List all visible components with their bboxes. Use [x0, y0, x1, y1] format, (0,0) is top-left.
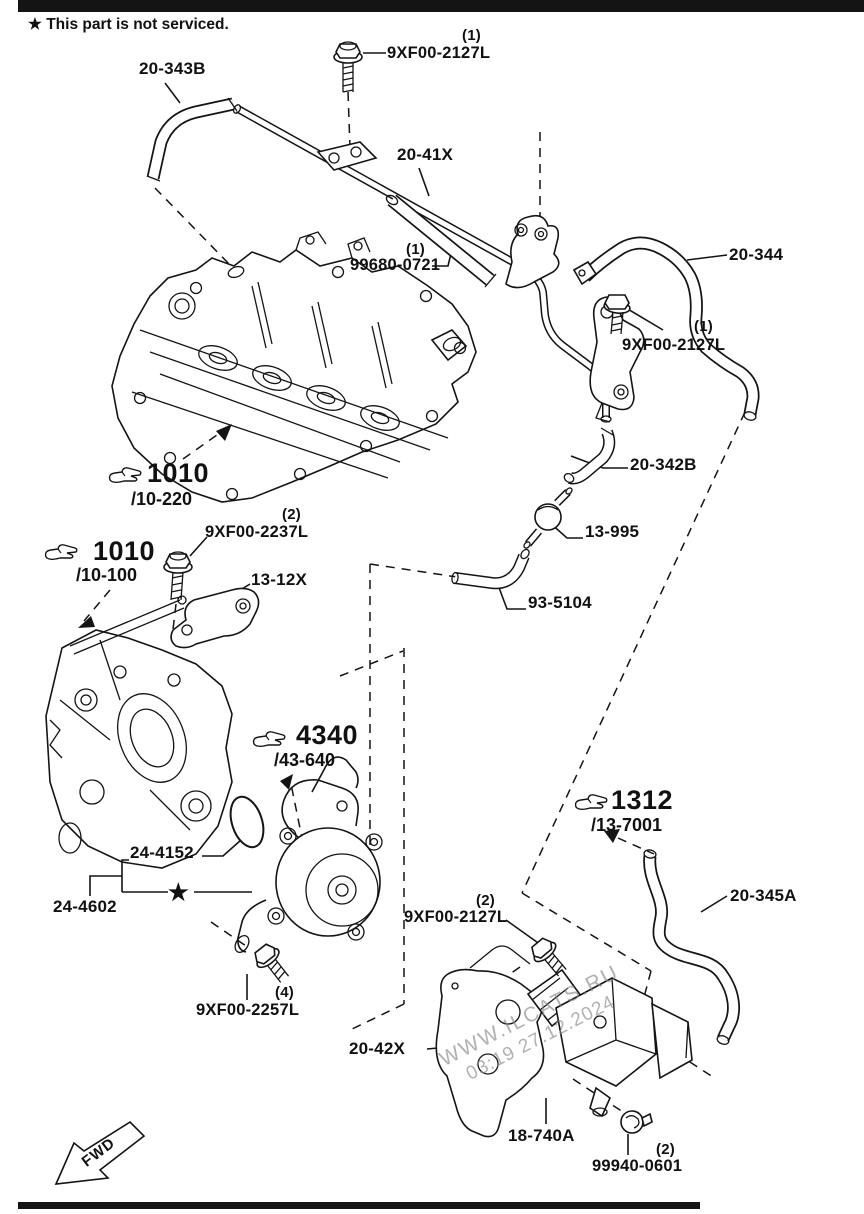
part-label-20-344: 20-344: [729, 245, 784, 264]
part-label-24-4602: 24-4602: [53, 897, 117, 916]
part-label-9xf00-2257l: 9XF00-2257L: [196, 1001, 300, 1019]
hose-93-5104-drawing: [451, 548, 530, 590]
ref-10-220-code: 1010: [147, 458, 210, 488]
hand-icon: [574, 794, 608, 810]
part-label-20-345a: 20-345A: [730, 886, 797, 905]
cylinder-head-drawing: [45, 595, 233, 869]
qty-bolt-right: (1): [694, 318, 713, 335]
pipe-tab-bracket-drawing: [316, 141, 378, 171]
qty-nut: (2): [656, 1141, 675, 1158]
part-label-bolt-top: 9XF00-2127L: [387, 44, 491, 62]
ref-13-7001-section: /13-7001: [591, 815, 663, 835]
ref-10-100-section: /10-100: [76, 565, 138, 585]
bolt-2257-drawing: [254, 943, 290, 983]
qty-insulator: (1): [406, 241, 425, 258]
part-label-13-12x: 13-12X: [251, 570, 308, 589]
part-label-20-42x: 20-42X: [349, 1039, 406, 1058]
part-label-93-5104: 93-5104: [528, 593, 592, 612]
gasket-24-4152-drawing: [229, 795, 265, 849]
right-bracket-drawing: [589, 296, 645, 423]
part-label-9xf00-2127l-2: 9XF00-2127L: [404, 908, 508, 926]
hand-icon: [252, 731, 286, 747]
part-label-18-740a: 18-740A: [508, 1126, 575, 1145]
bolt-top-drawing: [333, 41, 363, 93]
check-valve-13-995-drawing: [523, 487, 573, 549]
part-label-99940-0601: 99940-0601: [592, 1157, 683, 1175]
bolt-right-drawing: [603, 294, 631, 335]
bracket-13-12x-drawing: [170, 587, 260, 649]
fwd-arrow-icon: [54, 1120, 146, 1185]
ref-43-640-section: /43-640: [274, 750, 336, 770]
ref-10-220-section: /10-220: [131, 489, 193, 509]
hose-20-344-drawing: [572, 236, 760, 421]
ref-10-100-code: 1010: [93, 536, 156, 566]
vacuum-pump-drawing: [234, 756, 383, 954]
qty-bolt-top: (1): [462, 27, 481, 44]
qty-bolt-2237: (2): [282, 506, 301, 523]
star-marker: ★: [168, 879, 189, 905]
solenoid-18-740a-drawing: [526, 968, 693, 1118]
mid-bracket-drawing: [505, 214, 560, 289]
part-label-24-4152: 24-4152: [130, 843, 194, 862]
reference-arrowheads: [78, 424, 620, 843]
qty-bolt-2127-2: (2): [476, 892, 495, 909]
hand-icon: [108, 467, 142, 483]
part-label-20-343b: 20-343B: [139, 59, 206, 78]
valve-cover-bolt-bosses: [133, 265, 467, 501]
part-label-99680-0721: 99680-0721: [350, 256, 441, 274]
hand-icon: [44, 544, 78, 560]
part-label-bolt-right: 9XF00-2127L: [622, 336, 726, 354]
hose-20-342b-drawing: [563, 427, 616, 485]
ref-13-7001-code: 1312: [611, 785, 674, 815]
part-label-13-995: 13-995: [585, 522, 640, 541]
hose-20-343b-drawing: [146, 97, 238, 182]
part-label-9xf00-2237l: 9XF00-2237L: [205, 523, 309, 541]
part-label-20-41x: 20-41X: [397, 145, 454, 164]
hose-20-345a-drawing: [643, 849, 741, 1045]
insulator-99680-0721-drawing: [385, 194, 497, 288]
bracket-20-42x-drawing: [435, 945, 545, 1138]
qty-bolt-2257: (4): [275, 984, 294, 1001]
frame-bars: [18, 0, 864, 1209]
not-serviced-note: ★ This part is not serviced.: [28, 16, 229, 33]
bolt-2237-drawing: [163, 551, 193, 601]
valve-cover-drawing: [111, 231, 477, 503]
nut-99940-drawing: [620, 1110, 653, 1134]
part-label-20-342b: 20-342B: [630, 455, 697, 474]
ref-43-640-code: 4340: [296, 720, 359, 750]
bolt-2127-2-drawing: [531, 937, 567, 977]
